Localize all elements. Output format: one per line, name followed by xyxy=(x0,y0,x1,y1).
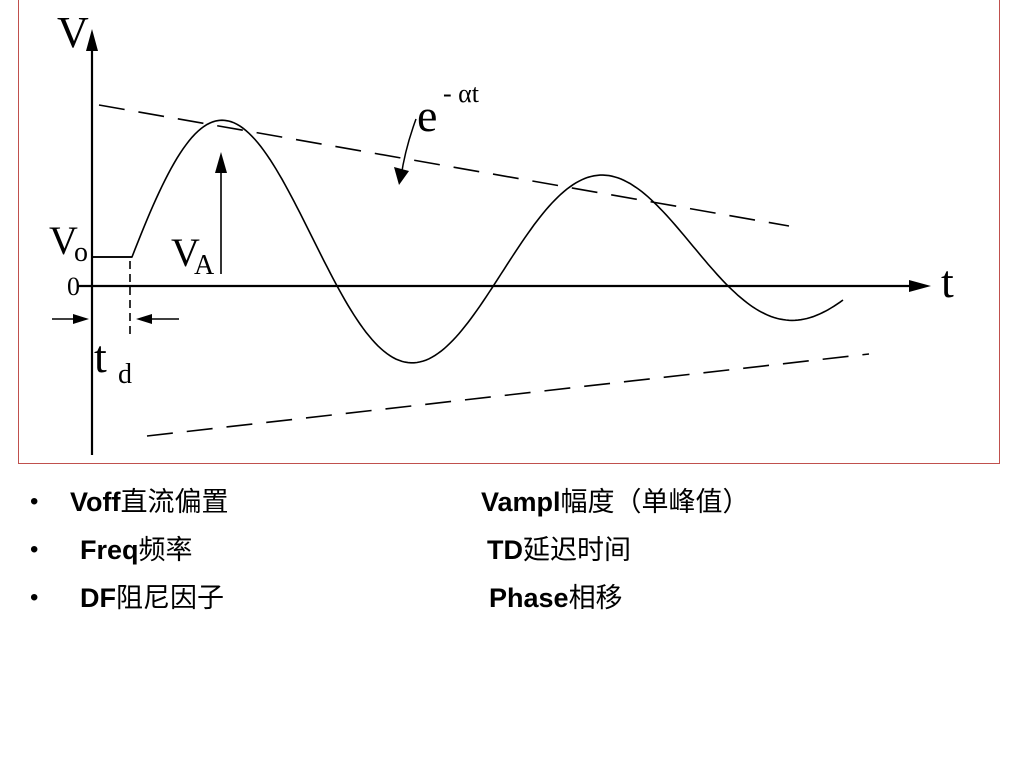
envelope-exponent: - αt xyxy=(443,79,480,108)
param-vampl: Vampl幅度（单峰值） xyxy=(481,478,750,527)
list-item: • Voff直流偏置 Vampl幅度（单峰值） xyxy=(0,478,1024,526)
param-desc: 直流偏置 xyxy=(120,487,229,518)
param-voff: Voff直流偏置 xyxy=(70,478,228,527)
param-df: DF阻尼因子 xyxy=(80,574,224,623)
envelope-leader xyxy=(400,118,417,178)
figure-frame: V t V o 0 V A t d e - αt xyxy=(18,0,1000,464)
param-desc: 阻尼因子 xyxy=(116,583,224,614)
param-desc: 频率 xyxy=(138,535,193,566)
t-axis-label: t xyxy=(941,256,954,307)
param-td: TD延迟时间 xyxy=(487,526,631,575)
td-arrow-left xyxy=(73,314,89,324)
zero-label: 0 xyxy=(67,272,80,301)
param-desc: 相移 xyxy=(568,583,623,614)
damped-sine-wave xyxy=(92,119,844,364)
param-desc: 延迟时间 xyxy=(523,535,631,566)
envelope-label: e xyxy=(417,90,437,141)
td-arrow-right xyxy=(136,314,152,324)
bullet-marker: • xyxy=(30,536,39,563)
param-code: Voff xyxy=(70,487,121,517)
t-axis-arrow xyxy=(909,280,931,292)
t-delay-label: t xyxy=(94,331,107,382)
v-offset-label: V xyxy=(49,218,78,263)
lower-envelope-line xyxy=(146,353,870,437)
parameter-list: • Voff直流偏置 Vampl幅度（单峰值） • Freq频率 TD延迟时间 … xyxy=(0,478,1024,622)
upper-envelope-line xyxy=(98,104,790,227)
param-freq: Freq频率 xyxy=(80,526,193,575)
list-item: • DF阻尼因子 Phase相移 xyxy=(0,574,1024,622)
bullet-marker: • xyxy=(30,584,39,611)
bullet-marker: • xyxy=(30,488,39,515)
v-amplitude-subscript: A xyxy=(194,250,215,281)
damped-sine-diagram: V t V o 0 V A t d e - αt xyxy=(49,8,954,455)
amplitude-arrowhead xyxy=(215,152,227,173)
param-desc: 幅度（单峰值） xyxy=(560,487,750,518)
param-code: TD xyxy=(487,535,523,565)
v-offset-subscript: o xyxy=(74,237,88,268)
envelope-leader-arrowhead xyxy=(394,167,409,185)
param-phase: Phase相移 xyxy=(489,574,623,623)
v-axis-label: V xyxy=(57,8,89,57)
v-amplitude-label: V xyxy=(171,230,200,275)
v-axis-arrow xyxy=(86,29,98,51)
param-code: Freq xyxy=(80,535,139,565)
param-code: Phase xyxy=(489,583,569,613)
list-item: • Freq频率 TD延迟时间 xyxy=(0,526,1024,574)
t-delay-subscript: d xyxy=(118,359,132,390)
param-code: Vampl xyxy=(481,487,561,517)
param-code: DF xyxy=(80,583,116,613)
